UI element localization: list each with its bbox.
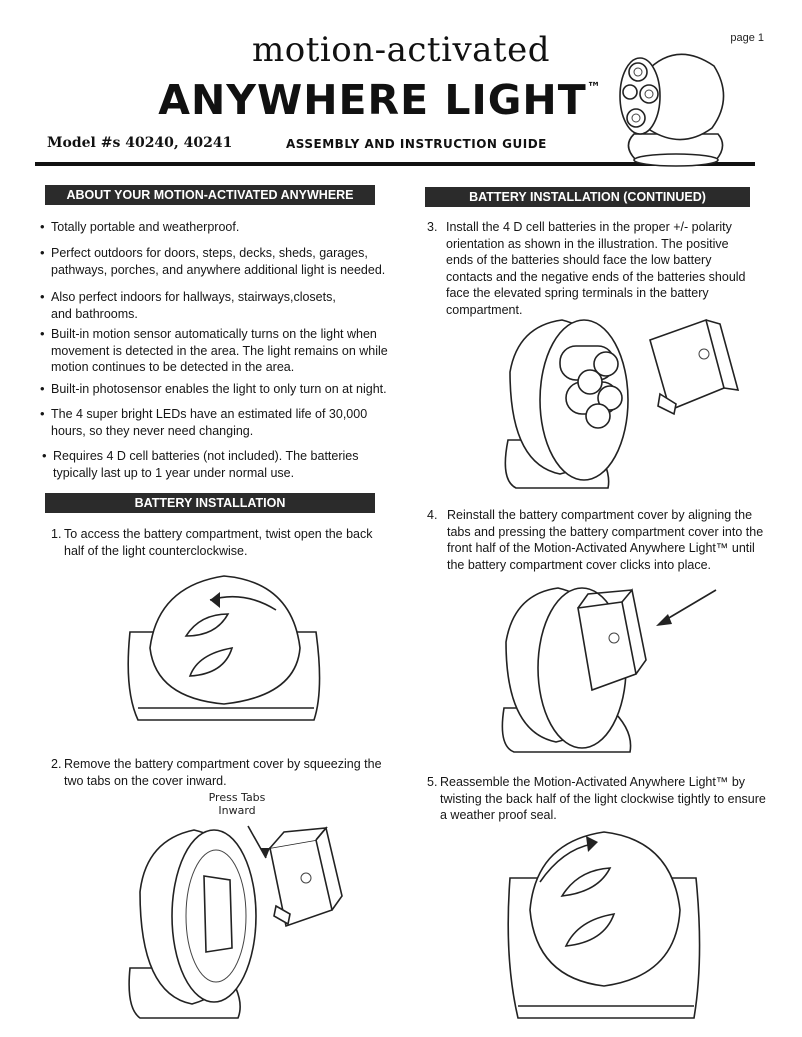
step-text: Remove the battery compartment cover by … <box>64 757 382 788</box>
list-item: • Also perfect indoors for hallways, stai… <box>40 289 351 322</box>
illustration-install-batteries <box>504 318 740 489</box>
illustration-remove-cover <box>128 825 343 1019</box>
list-item: • Built-in motion sensor automatically tu… <box>40 326 391 376</box>
product-logo-illustration <box>619 53 725 167</box>
about-section-heading: ABOUT YOUR MOTION-ACTIVATED ANYWHERE LIG… <box>45 185 375 222</box>
list-item: • Perfect outdoors for doors, steps, deck… <box>40 245 391 278</box>
bullet-text: Built-in photosensor enables the light t… <box>51 382 387 396</box>
step-text: Reinstall the battery compartment cover … <box>447 508 764 572</box>
model-numbers: Model #s 40240, 40241 <box>47 135 233 151</box>
list-item: • Totally portable and weatherproof. <box>40 219 391 236</box>
guide-title: ASSEMBLY AND INSTRUCTION GUIDE <box>286 137 547 151</box>
step-text: Reassemble the Motion-Activated Anywhere… <box>440 775 766 822</box>
page-number: page 1 <box>730 32 764 44</box>
illustration-twist-open <box>127 575 321 721</box>
step-number: 1. <box>51 527 62 541</box>
bullet-text: The 4 super bright LEDs have an estimate… <box>51 407 368 438</box>
step-text: To access the battery compartment, twist… <box>64 527 373 558</box>
bullet-text: Also perfect indoors for hallways, stair… <box>51 290 336 321</box>
step-number: 4. <box>427 508 438 522</box>
bullet-dot: • <box>42 448 47 463</box>
bullet-dot: • <box>40 406 45 421</box>
list-item: • The 4 super bright LEDs have an estimat… <box>40 406 396 439</box>
step-number: 2. <box>51 757 62 771</box>
bullet-dot: • <box>40 326 45 341</box>
title-main: ANYWHERE LIGHT™ <box>0 76 760 124</box>
bullet-dot: • <box>40 381 45 396</box>
title-subtitle: motion-activated <box>252 30 550 70</box>
bullet-text: Perfect outdoors for doors, steps, decks… <box>51 246 386 277</box>
illustration-reassemble <box>507 831 701 1019</box>
bullet-dot: • <box>40 289 45 304</box>
bullet-dot: • <box>40 245 45 260</box>
bullet-text: Totally portable and weatherproof. <box>51 220 240 234</box>
step-text: Install the 4 D cell batteries in the pr… <box>446 220 746 317</box>
list-item: • Built-in photosensor enables the light … <box>40 381 391 398</box>
step-number: 3. <box>427 220 438 234</box>
trademark-mark: ™ <box>586 80 602 96</box>
illustration-reinstall-cover <box>501 587 717 753</box>
step-number: 5. <box>427 775 438 789</box>
battery-continued-heading: BATTERY INSTALLATION (CONTINUED) <box>425 187 750 207</box>
header-rule <box>35 162 755 166</box>
bullet-text: Requires 4 D cell batteries (not include… <box>53 449 359 480</box>
battery-installation-heading: BATTERY INSTALLATION <box>45 493 375 513</box>
press-tabs-callout: Press Tabs Inward <box>208 791 266 817</box>
list-item: • Requires 4 D cell batteries (not includ… <box>42 448 398 481</box>
bullet-text: Built-in motion sensor automatically tur… <box>51 327 388 374</box>
bullet-dot: • <box>40 219 45 234</box>
title-main-text: ANYWHERE LIGHT <box>158 76 587 124</box>
